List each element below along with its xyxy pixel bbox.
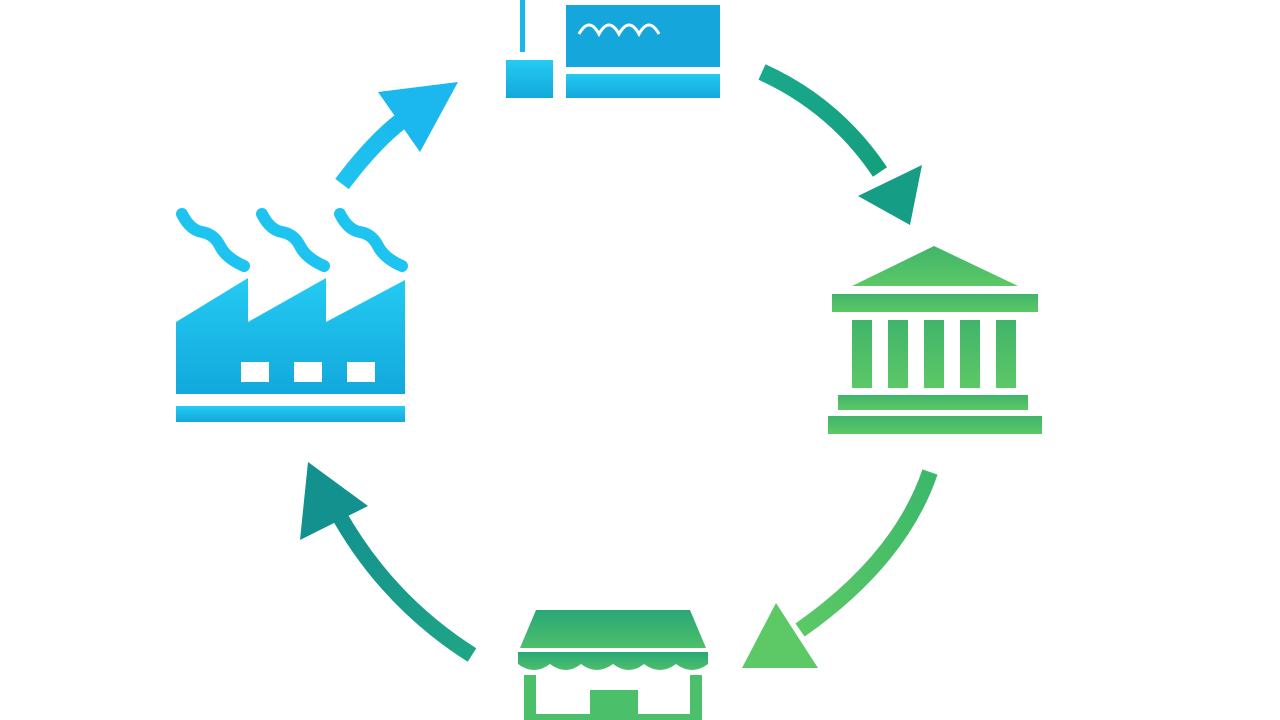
arrow-bank-to-store (742, 469, 938, 668)
factory-icon (176, 208, 408, 422)
arrow-store-to-factory (300, 462, 477, 662)
bank-icon (828, 246, 1042, 434)
arrow-warehouse-to-bank (758, 64, 922, 225)
arrow-factory-to-warehouse (335, 82, 458, 190)
store-icon (518, 610, 708, 720)
warehouse-icon (506, 0, 720, 98)
